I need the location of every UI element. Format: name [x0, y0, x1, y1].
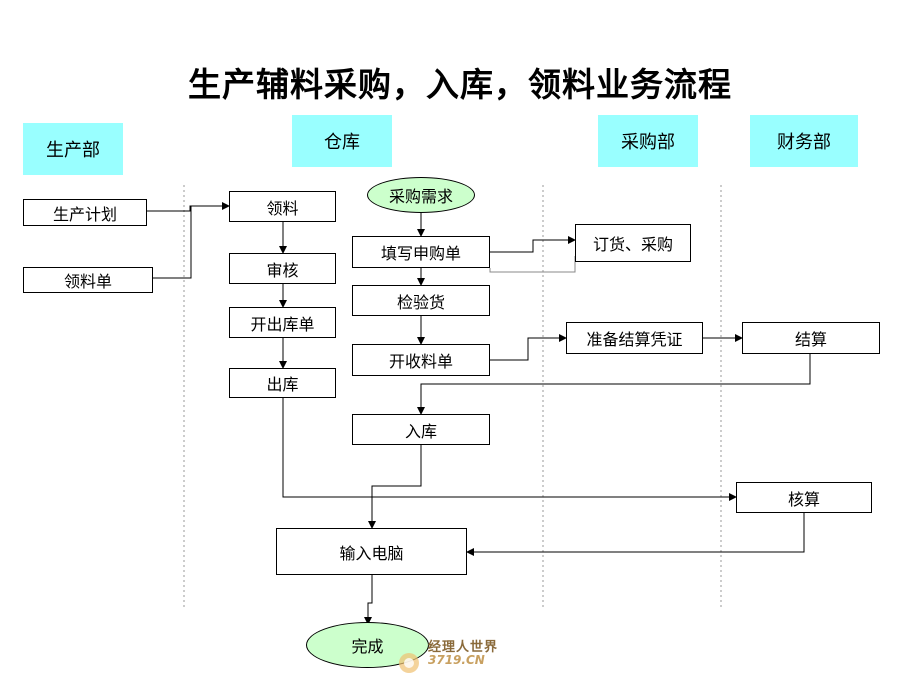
dept-production: 生产部 [23, 123, 123, 175]
watermark-text: 经理人世界 [428, 640, 499, 655]
watermark-logo [399, 653, 419, 673]
arrow-outbound-to-accounting [282, 398, 737, 501]
arrow-computer-to-complete [364, 575, 373, 625]
box-order-purchase: 订货、采购 [575, 224, 691, 262]
arrow-accounting-to-computer [466, 513, 805, 556]
arrow-settlement-to-inbound [417, 354, 811, 415]
oval-purchase-demand: 采购需求 [367, 177, 475, 213]
dept-warehouse: 仓库 [292, 115, 392, 167]
box-accounting: 核算 [736, 482, 872, 513]
box-requisition-form: 领料单 [23, 267, 153, 293]
watermark-url: 3719.CN [428, 653, 485, 667]
box-inspect-goods: 检验货 [352, 285, 490, 316]
box-issue-receipt-slip: 开收料单 [352, 344, 490, 376]
box-fill-purchase-request: 填写申购单 [352, 236, 490, 268]
box-computer-entry: 输入电脑 [276, 528, 467, 575]
dept-finance: 财务部 [750, 115, 858, 167]
box-review: 审核 [229, 253, 336, 284]
arrow-inbound-to-computer [368, 445, 422, 529]
arrow-receipt-to-voucher [490, 334, 567, 361]
line-requisition-to-pick [153, 206, 192, 279]
box-issue-outbound-slip: 开出库单 [229, 307, 336, 338]
dept-purchasing: 采购部 [598, 115, 698, 167]
arrow-request-to-order [490, 236, 576, 253]
line-order-return [489, 256, 576, 273]
oval-complete: 完成 [306, 622, 429, 668]
box-inbound: 入库 [352, 414, 490, 445]
box-pick-material: 领料 [229, 191, 336, 222]
arrow-plan-to-pick [147, 202, 230, 212]
box-prepare-settlement-voucher: 准备结算凭证 [566, 322, 703, 354]
page-title: 生产辅料采购，入库，领料业务流程 [188, 65, 732, 104]
box-production-plan: 生产计划 [23, 199, 147, 226]
box-settlement: 结算 [742, 322, 880, 354]
box-outbound: 出库 [229, 368, 336, 398]
